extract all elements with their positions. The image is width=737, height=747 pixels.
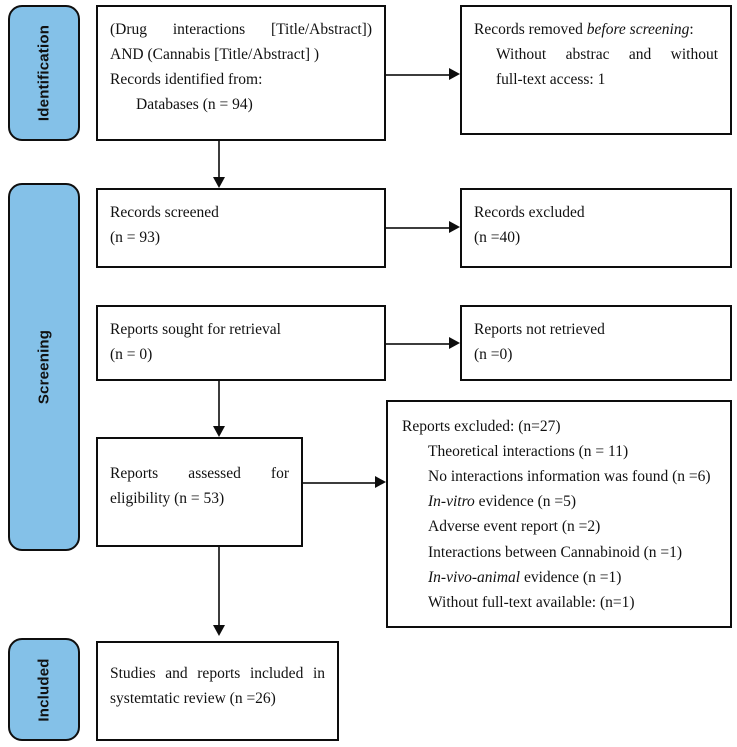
reports-excluded-reason: In-vivo-animal evidence (n =1) [402, 565, 720, 590]
reports-excluded-reason-text: Adverse event report (n =2) [428, 518, 601, 536]
records-identified-line-2: AND (Cannabis [Title/Abstract] ) [110, 46, 320, 64]
connector-identified-to-screened [218, 141, 220, 186]
records-identified-line-3: Records identified from: [110, 71, 263, 89]
studies-included-box: Studies and reports included in systemta… [96, 641, 339, 741]
records-screened-box: Records screened (n = 93) [96, 188, 386, 268]
reports-excluded-reason: No interactions information was found (n… [402, 464, 720, 489]
reports-assessed-box: Reports assessed for eligibility (n = 53… [96, 437, 303, 547]
stage-bar-included: Included [8, 638, 80, 741]
reports-excluded-reason-text: No interactions information was found (n… [428, 468, 711, 486]
reports-excluded-reason: In-vitro evidence (n =5) [402, 489, 720, 514]
records-removed-heading: Records removed before screening: [474, 17, 718, 42]
arrowhead-identified-to-screened [213, 177, 225, 188]
arrowhead-sought-to-assessed [213, 426, 225, 437]
records-removed-heading-tail: : [689, 21, 694, 38]
reports-excluded-reason-text: evidence (n =1) [520, 568, 622, 586]
reports-excluded-reason-italic: In-vivo-animal [428, 568, 521, 586]
reports-excluded-reason-text: evidence (n =5) [474, 493, 577, 511]
records-removed-heading-italic: before screening [586, 21, 690, 38]
reports-excluded-reason-text: Theoretical interactions (n = 11) [428, 443, 629, 461]
studies-included-line-2: systemtatic review (n =26) [110, 690, 276, 708]
reports-sought-line-1: Reports sought for retrieval [110, 321, 281, 338]
connector-sought-to-not-retrieved [386, 343, 449, 345]
reports-assessed-line-2: eligibility (n = 53) [110, 490, 225, 508]
connector-sought-to-assessed [218, 381, 220, 433]
reports-sought-box: Reports sought for retrieval (n = 0) [96, 305, 386, 381]
records-screened-line-1: Records screened [110, 204, 219, 221]
reports-sought-line-2: (n = 0) [110, 346, 153, 364]
reports-not-retrieved-box: Reports not retrieved (n =0) [460, 305, 732, 381]
stage-bar-identification: Identification [8, 5, 80, 141]
arrowhead-sought-to-not-retrieved [449, 337, 460, 349]
records-identified-line-1: (Drug interactions [Title/Abstract]) [110, 21, 372, 38]
reports-not-retrieved-line-1: Reports not retrieved [474, 321, 605, 338]
arrowhead-screened-to-excluded [449, 221, 460, 233]
records-identified-box: (Drug interactions [Title/Abstract]) AND… [96, 5, 386, 141]
arrowhead-assessed-to-included [213, 625, 225, 636]
arrowhead-identified-to-removed [449, 68, 460, 80]
stage-label-included: Included [35, 657, 53, 722]
reports-excluded-reason-text: Interactions between Cannabinoid (n =1) [428, 543, 683, 561]
arrowhead-assessed-to-excluded [375, 476, 386, 488]
reports-excluded-reason: Theoretical interactions (n = 11) [402, 439, 720, 464]
reports-excluded-box: Reports excluded: (n=27) Theoretical int… [386, 400, 732, 628]
stage-bar-screening: Screening [8, 183, 80, 551]
reports-excluded-reason: Without full-text available: (n=1) [402, 590, 720, 615]
connector-assessed-to-excluded [303, 482, 375, 484]
stage-label-screening: Screening [35, 329, 53, 405]
records-removed-line-1: Without abstrac and without [496, 46, 718, 64]
connector-identified-to-removed [386, 74, 449, 76]
connector-assessed-to-included [218, 547, 220, 631]
records-excluded-line-1: Records excluded [474, 204, 585, 221]
records-excluded-line-2: (n =40) [474, 229, 521, 247]
records-identified-line-4: Databases (n = 94) [136, 96, 253, 114]
records-removed-box: Records removed before screening: Withou… [460, 5, 732, 135]
reports-excluded-reason-text: Without full-text available: (n=1) [428, 593, 635, 611]
reports-excluded-reason: Interactions between Cannabinoid (n =1) [402, 540, 720, 565]
records-excluded-box: Records excluded (n =40) [460, 188, 732, 268]
records-removed-heading-plain: Records removed [474, 21, 587, 38]
reports-not-retrieved-line-2: (n =0) [474, 346, 513, 364]
reports-excluded-reason-italic: In-vitro [428, 493, 475, 511]
reports-excluded-heading: Reports excluded: (n=27) [402, 418, 561, 435]
studies-included-line-1: Studies and reports included in [110, 665, 325, 682]
records-screened-line-2: (n = 93) [110, 229, 161, 247]
reports-excluded-reason: Adverse event report (n =2) [402, 514, 720, 539]
connector-screened-to-excluded [386, 227, 449, 229]
reports-assessed-line-1: Reports assessed for [110, 465, 289, 482]
stage-label-identification: Identification [35, 24, 53, 122]
records-removed-line-2: full-text access: 1 [496, 71, 606, 89]
